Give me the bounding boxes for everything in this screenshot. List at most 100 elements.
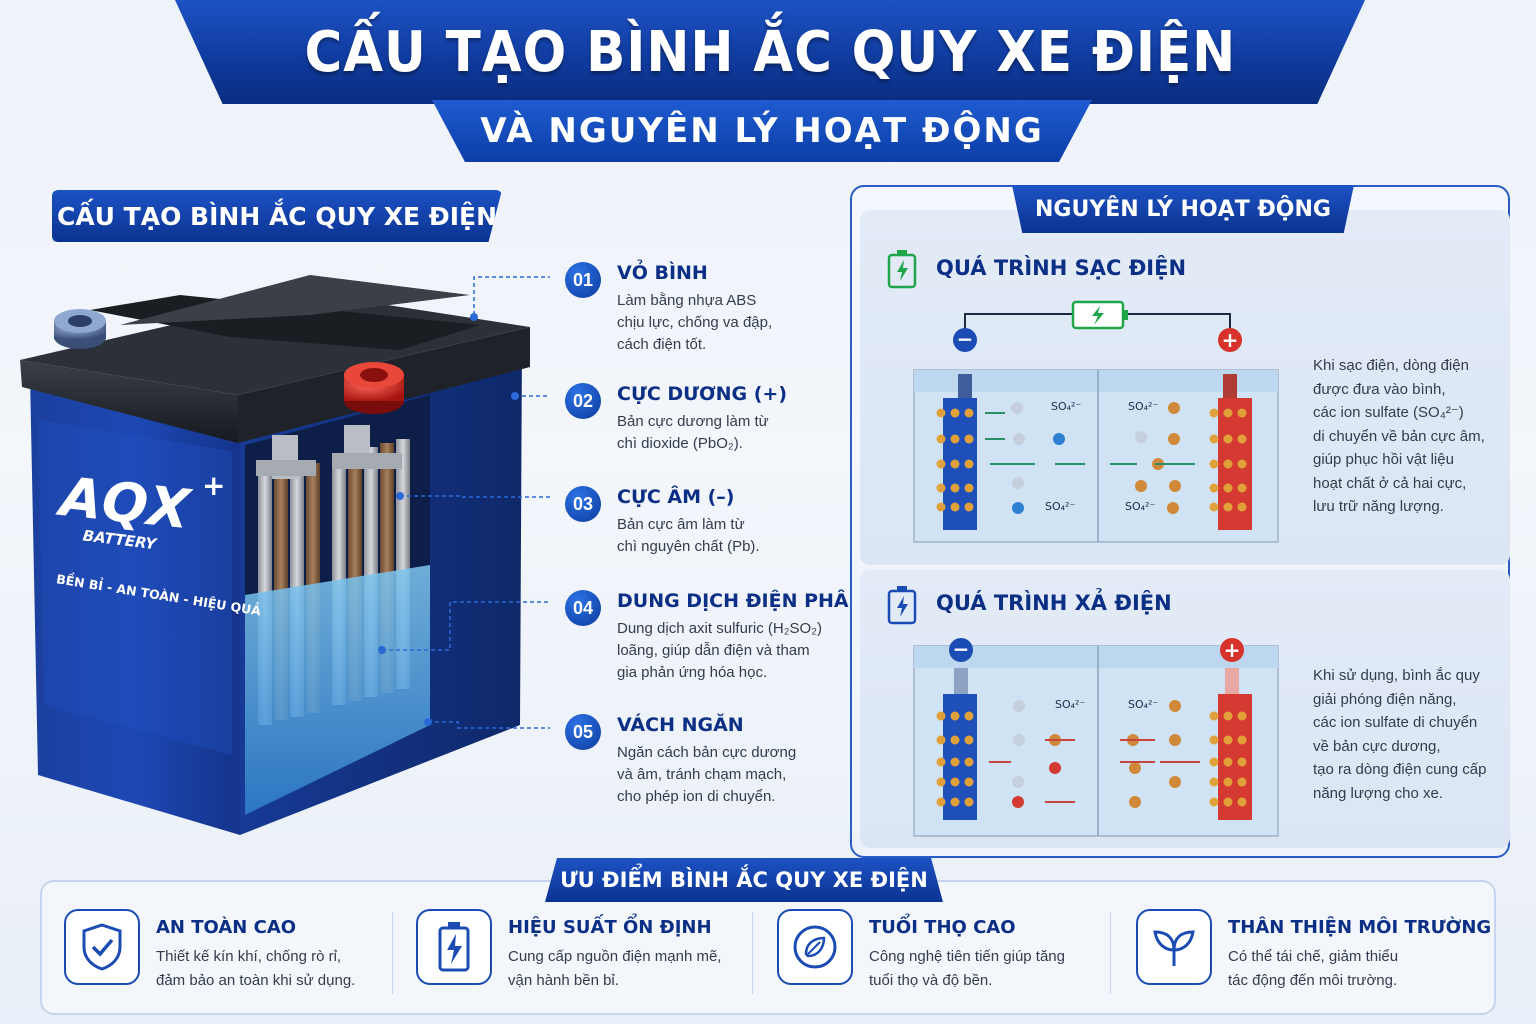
desc-line: chì nguyên chất (Pb). [617,538,760,555]
item-number: 01 [565,262,601,298]
desc-line: năng lượng cho xe. [1313,784,1443,802]
structure-badge: CẤU TẠO BÌNH ẮC QUY XE ĐIỆN [52,190,502,242]
charging-battery-icon [887,250,917,289]
advantage-description: Công nghệ tiên tiến giúp tăng tuổi thọ v… [869,945,1065,993]
desc-line: hoạt chất ở cả hai cực, [1313,474,1467,492]
item-description: Bản cực âm làm từ chì nguyên chất (Pb). [617,514,857,558]
shield-check-icon [64,909,140,985]
sulfate-label: SO₄²⁻ [1128,400,1158,413]
desc-line: được đưa vào bình, [1313,380,1446,398]
desc-line: giúp phục hồi vật liệu [1313,451,1454,468]
item-number: 03 [565,486,601,522]
item-title: CỰC ÂM (–) [617,486,735,508]
item-description: Làm bằng nhựa ABS chịu lực, chống va đập… [617,290,857,356]
item-number: 05 [565,714,601,750]
desc-line: Khi sạc điện, dòng điện [1313,357,1469,374]
item-title: DUNG DỊCH ĐIỆN PHÂN [617,590,865,612]
item-description: Bản cực dương làm từ chì dioxide (PbO₂). [617,411,857,455]
positive-sign: + [1222,328,1239,352]
advantages-badge-label: ƯU ĐIỂM BÌNH ẮC QUY XE ĐIỆN [560,868,928,892]
sulfate-label: SO₄²⁻ [1051,400,1081,413]
sulfate-label: SO₄²⁻ [1128,698,1158,711]
desc-line: loãng, giúp dẫn điện và tham [617,642,810,659]
leaf-icon [1136,909,1212,985]
page-title: CẤU TẠO BÌNH ẮC QUY XE ĐIỆN [304,19,1236,85]
recycle-leaf-icon [777,909,853,985]
desc-line: giải phóng điện năng, [1313,690,1457,708]
item-title: VỎ BÌNH [617,262,708,284]
structure-badge-label: CẤU TẠO BÌNH ẮC QUY XE ĐIỆN [56,201,498,231]
advantage-title: TUỔI THỌ CAO [869,917,1016,938]
battery-bolt-icon [416,909,492,985]
discharging-battery-icon [887,586,917,625]
desc-line: tuổi thọ và độ bền. [869,972,993,989]
advantage-divider [392,912,393,994]
negative-sign: − [953,637,970,661]
desc-line: chịu lực, chống va đập, [617,314,773,331]
desc-line: tạo ra dòng điện cung cấp [1313,761,1487,778]
desc-line: di chuyển về bản cực âm, [1313,427,1485,445]
desc-line: Công nghệ tiên tiến giúp tăng [869,948,1065,965]
battery-illustration: AQX + BATTERY BỀN BỈ - AN TOÀN - HIỆU QU… [20,275,550,835]
discharge-title: QUÁ TRÌNH XẢ ĐIỆN [936,591,1172,615]
desc-line: tác động đến môi trường. [1228,972,1398,989]
sulfate-label: SO₄²⁻ [1045,500,1075,513]
advantage-eco: THÂN THIỆN MÔI TRƯỜNG Có thể tái chế, gi… [1136,905,1491,1005]
battery-plus: + [202,469,225,502]
desc-line: vận hành bền bỉ. [508,972,619,989]
desc-line: và âm, tránh chạm mạch, [617,766,787,783]
charge-cell-diagram: − + SO₄²⁻ SO₄²⁻ SO₄²⁻ SO₄²⁻ [913,300,1279,543]
desc-line: Bản cực âm làm từ [617,516,745,533]
desc-line: Bản cực dương làm từ [617,413,769,430]
advantages-panel [40,880,1496,1015]
advantage-safety: AN TOÀN CAO Thiết kế kín khí, chống rò r… [64,905,404,1005]
desc-line: Làm bằng nhựa ABS [617,292,757,309]
advantage-description: Thiết kế kín khí, chống rò rỉ, đảm bảo a… [156,945,355,993]
desc-line: Ngăn cách bản cực dương [617,744,797,761]
desc-line: Thiết kế kín khí, chống rò rỉ, [156,948,342,965]
desc-line: đảm bảo an toàn khi sử dụng. [156,972,356,989]
advantage-title: HIỆU SUẤT ỔN ĐỊNH [508,917,712,938]
advantage-title: THÂN THIỆN MÔI TRƯỜNG [1228,917,1492,938]
sulfate-label: SO₄²⁻ [1055,698,1085,711]
desc-line: các ion sulfate di chuyển [1313,714,1478,731]
advantage-divider [752,912,753,994]
advantage-title: AN TOÀN CAO [156,917,297,938]
desc-line: về bản cực dương, [1313,737,1441,755]
desc-line: cho phép ion di chuyển. [617,788,776,805]
subtitle-banner: VÀ NGUYÊN LÝ HOẠT ĐỘNG [432,100,1092,162]
charge-description: Khi sạc điện, dòng điện được đưa vào bìn… [1313,354,1513,519]
item-number: 04 [565,590,601,626]
item-title: CỰC DƯƠNG (+) [617,383,788,405]
negative-sign: − [957,327,974,351]
desc-line: Dung dịch axit sulfuric (H₂SO₂) [617,620,823,637]
advantage-performance: HIỆU SUẤT ỔN ĐỊNH Cung cấp nguồn điện mạ… [416,905,756,1005]
positive-sign: + [1224,638,1241,662]
battery-brand: AQX [53,465,195,542]
header-banner: CẤU TẠO BÌNH ẮC QUY XE ĐIỆN [175,0,1365,104]
desc-line: gia phản ứng hóa học. [617,664,768,681]
advantage-divider [1110,912,1111,994]
discharge-description: Khi sử dụng, bình ắc quy giải phóng điện… [1313,664,1513,805]
desc-line: Khi sử dụng, bình ắc quy [1313,667,1480,684]
desc-line: Cung cấp nguồn điện mạnh mẽ, [508,948,722,965]
sulfate-label: SO₄²⁻ [1125,500,1155,513]
desc-line: lưu trữ năng lượng. [1313,498,1444,515]
desc-line: chì dioxide (PbO₂). [617,435,743,452]
item-title: VÁCH NGĂN [617,714,744,736]
charge-title: QUÁ TRÌNH SẠC ĐIỆN [936,256,1187,280]
desc-line: các ion sulfate (SO₄²⁻) [1313,404,1464,421]
advantage-lifespan: TUỔI THỌ CAO Công nghệ tiên tiến giúp tă… [777,905,1117,1005]
item-description: Ngăn cách bản cực dương và âm, tránh chạ… [617,742,857,808]
page-subtitle: VÀ NGUYÊN LÝ HOẠT ĐỘNG [480,111,1044,151]
item-number: 02 [565,383,601,419]
advantage-description: Cung cấp nguồn điện mạnh mẽ, vận hành bề… [508,945,721,993]
advantage-description: Có thể tái chế, giảm thiểu tác động đến … [1228,945,1398,993]
principle-badge: NGUYÊN LÝ HOẠT ĐỘNG [1012,185,1354,233]
advantages-badge: ƯU ĐIỂM BÌNH ẮC QUY XE ĐIỆN [545,858,943,902]
desc-line: Có thể tái chế, giảm thiểu [1228,948,1399,965]
desc-line: cách điện tốt. [617,336,707,353]
item-description: Dung dịch axit sulfuric (H₂SO₂) loãng, g… [617,618,857,684]
principle-badge-label: NGUYÊN LÝ HOẠT ĐỘNG [1035,196,1331,222]
discharge-cell-diagram: − + SO₄²⁻ SO₄²⁻ [913,637,1279,837]
